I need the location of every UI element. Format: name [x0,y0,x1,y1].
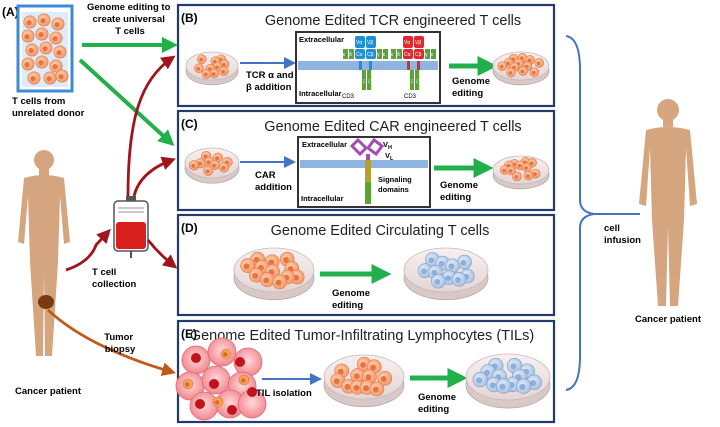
svg-text:ε: ε [431,52,434,58]
panel-e-output-dish [465,353,551,409]
car-transmembrane [365,160,371,168]
panel-c-output-dish [492,155,550,190]
car-vl-domain [365,137,385,157]
svg-text:Vβ: Vβ [367,40,373,46]
panel-c-title: Genome Edited CAR engineered T cells [264,119,521,135]
tcr-addition-label: TCR α and β addition [246,70,296,93]
panel-e-box [176,319,556,424]
panel-letter-d: (D) [181,221,198,235]
panel-d-input-dish [233,247,315,301]
signaling-domains-label: Signaling domains [378,175,414,194]
til-isolation-label: TIL isolation [256,388,312,399]
panel-letter-c: (C) [181,117,198,131]
tumor-site [38,295,54,309]
panel-letter-e: (E) [181,327,197,341]
svg-text:γ: γ [377,52,380,58]
panel-b-title: Genome Edited TCR engineered T cells [265,13,521,29]
tcr-extracellular-label: Extracellular [299,35,344,44]
car-membrane [300,160,428,168]
genome-editing-universal-label: Genome editing to create universal T cel… [87,2,173,37]
collection-arrow [65,228,111,272]
svg-text:ε: ε [343,52,346,58]
tcr-membrane [298,61,438,70]
car-vh-domain [349,137,369,157]
vh-label: VH [383,140,392,151]
bag-to-b-arrow [126,55,176,197]
panel-c-genome-editing-label: Genome editing [440,180,481,203]
panel-letter-a: (A) [2,5,19,19]
donor-t-cells [21,13,69,85]
donor-to-c-arrow [78,58,175,147]
til-tumor-cluster [175,337,267,421]
cd3-label-1: CD3 [342,94,355,100]
panel-d-box [176,213,556,317]
car-intracellular-label: Intracellular [301,194,344,203]
panel-e-input-dish [323,354,405,408]
svg-text:Cα: Cα [404,52,411,58]
infusion-bracket [565,35,595,391]
panel-b-input-dish [185,51,239,86]
panel-d-genome-editing-label: Genome editing [332,288,373,311]
svg-text:ζ: ζ [363,79,365,84]
cancer-patient-right-figure [639,99,697,306]
panel-b-output-dish [492,51,550,86]
vl-label: VL [385,151,394,162]
panel-d-output-dish [403,247,489,301]
cancer-patient-left-label: Cancer patient [15,386,82,397]
car-addition-label: CAR addition [255,170,292,193]
panel-b-box [176,3,556,108]
tumor-biopsy-label: Tumor biopsy [104,332,136,355]
tcr-inset: Extracellular Intracellular ε δ Vα Vβ Cα… [295,31,441,104]
svg-text:ε: ε [383,52,386,58]
svg-text:δ: δ [397,52,400,58]
tumor-biopsy-arrow [47,308,177,377]
svg-text:ζ: ζ [411,79,413,84]
svg-text:γ: γ [425,52,428,58]
svg-text:Cα: Cα [356,52,363,58]
svg-text:ζ: ζ [368,79,370,84]
blood-bag-icon [113,196,149,258]
panel-e-genome-editing-label: Genome editing [418,392,459,415]
t-cells-from-donor-label: T cells from unrelated donor [12,96,85,119]
panel-c-box [176,109,556,212]
svg-text:ζ: ζ [416,79,418,84]
panel-c-input-dish [184,147,240,184]
panel-d-title: Genome Edited Circulating T cells [271,223,490,239]
cancer-patient-right-label: Cancer patient [635,314,702,325]
svg-text:Cβ: Cβ [415,52,422,58]
svg-text:Vα: Vα [356,40,362,46]
cd3-label-2: CD3 [404,94,417,100]
tcr-intracellular-label: Intracellular [299,89,342,98]
car-signaling [365,182,371,204]
bag-to-d-arrow [146,239,178,269]
cell-infusion-label: cell infusion [604,223,641,246]
t-cell-collection-label: T cell collection [92,267,137,290]
tcr-complex-red: ε δ Vα Vβ Cα Cβ γ ε ζ ζ [391,36,436,90]
panel-b-genome-editing-label: Genome editing [452,76,493,99]
svg-text:Vβ: Vβ [415,40,421,46]
svg-text:ε: ε [391,52,394,58]
car-extracellular-label: Extracellular [302,140,347,149]
cancer-patient-left-figure [18,150,70,356]
panel-e-title: Genome Edited Tumor-Infiltrating Lymphoc… [190,328,534,344]
svg-text:δ: δ [349,52,352,58]
panel-letter-b: (B) [181,11,198,25]
bag-to-c-arrow [132,156,176,197]
car-inset: Extracellular Intracellular VH VL Signal… [297,136,431,208]
svg-text:Vα: Vα [404,40,410,46]
tcr-complex-blue: ε δ Vα Vβ Cα Cβ γ ε ζ ζ [343,36,388,90]
svg-text:Cβ: Cβ [367,52,374,58]
